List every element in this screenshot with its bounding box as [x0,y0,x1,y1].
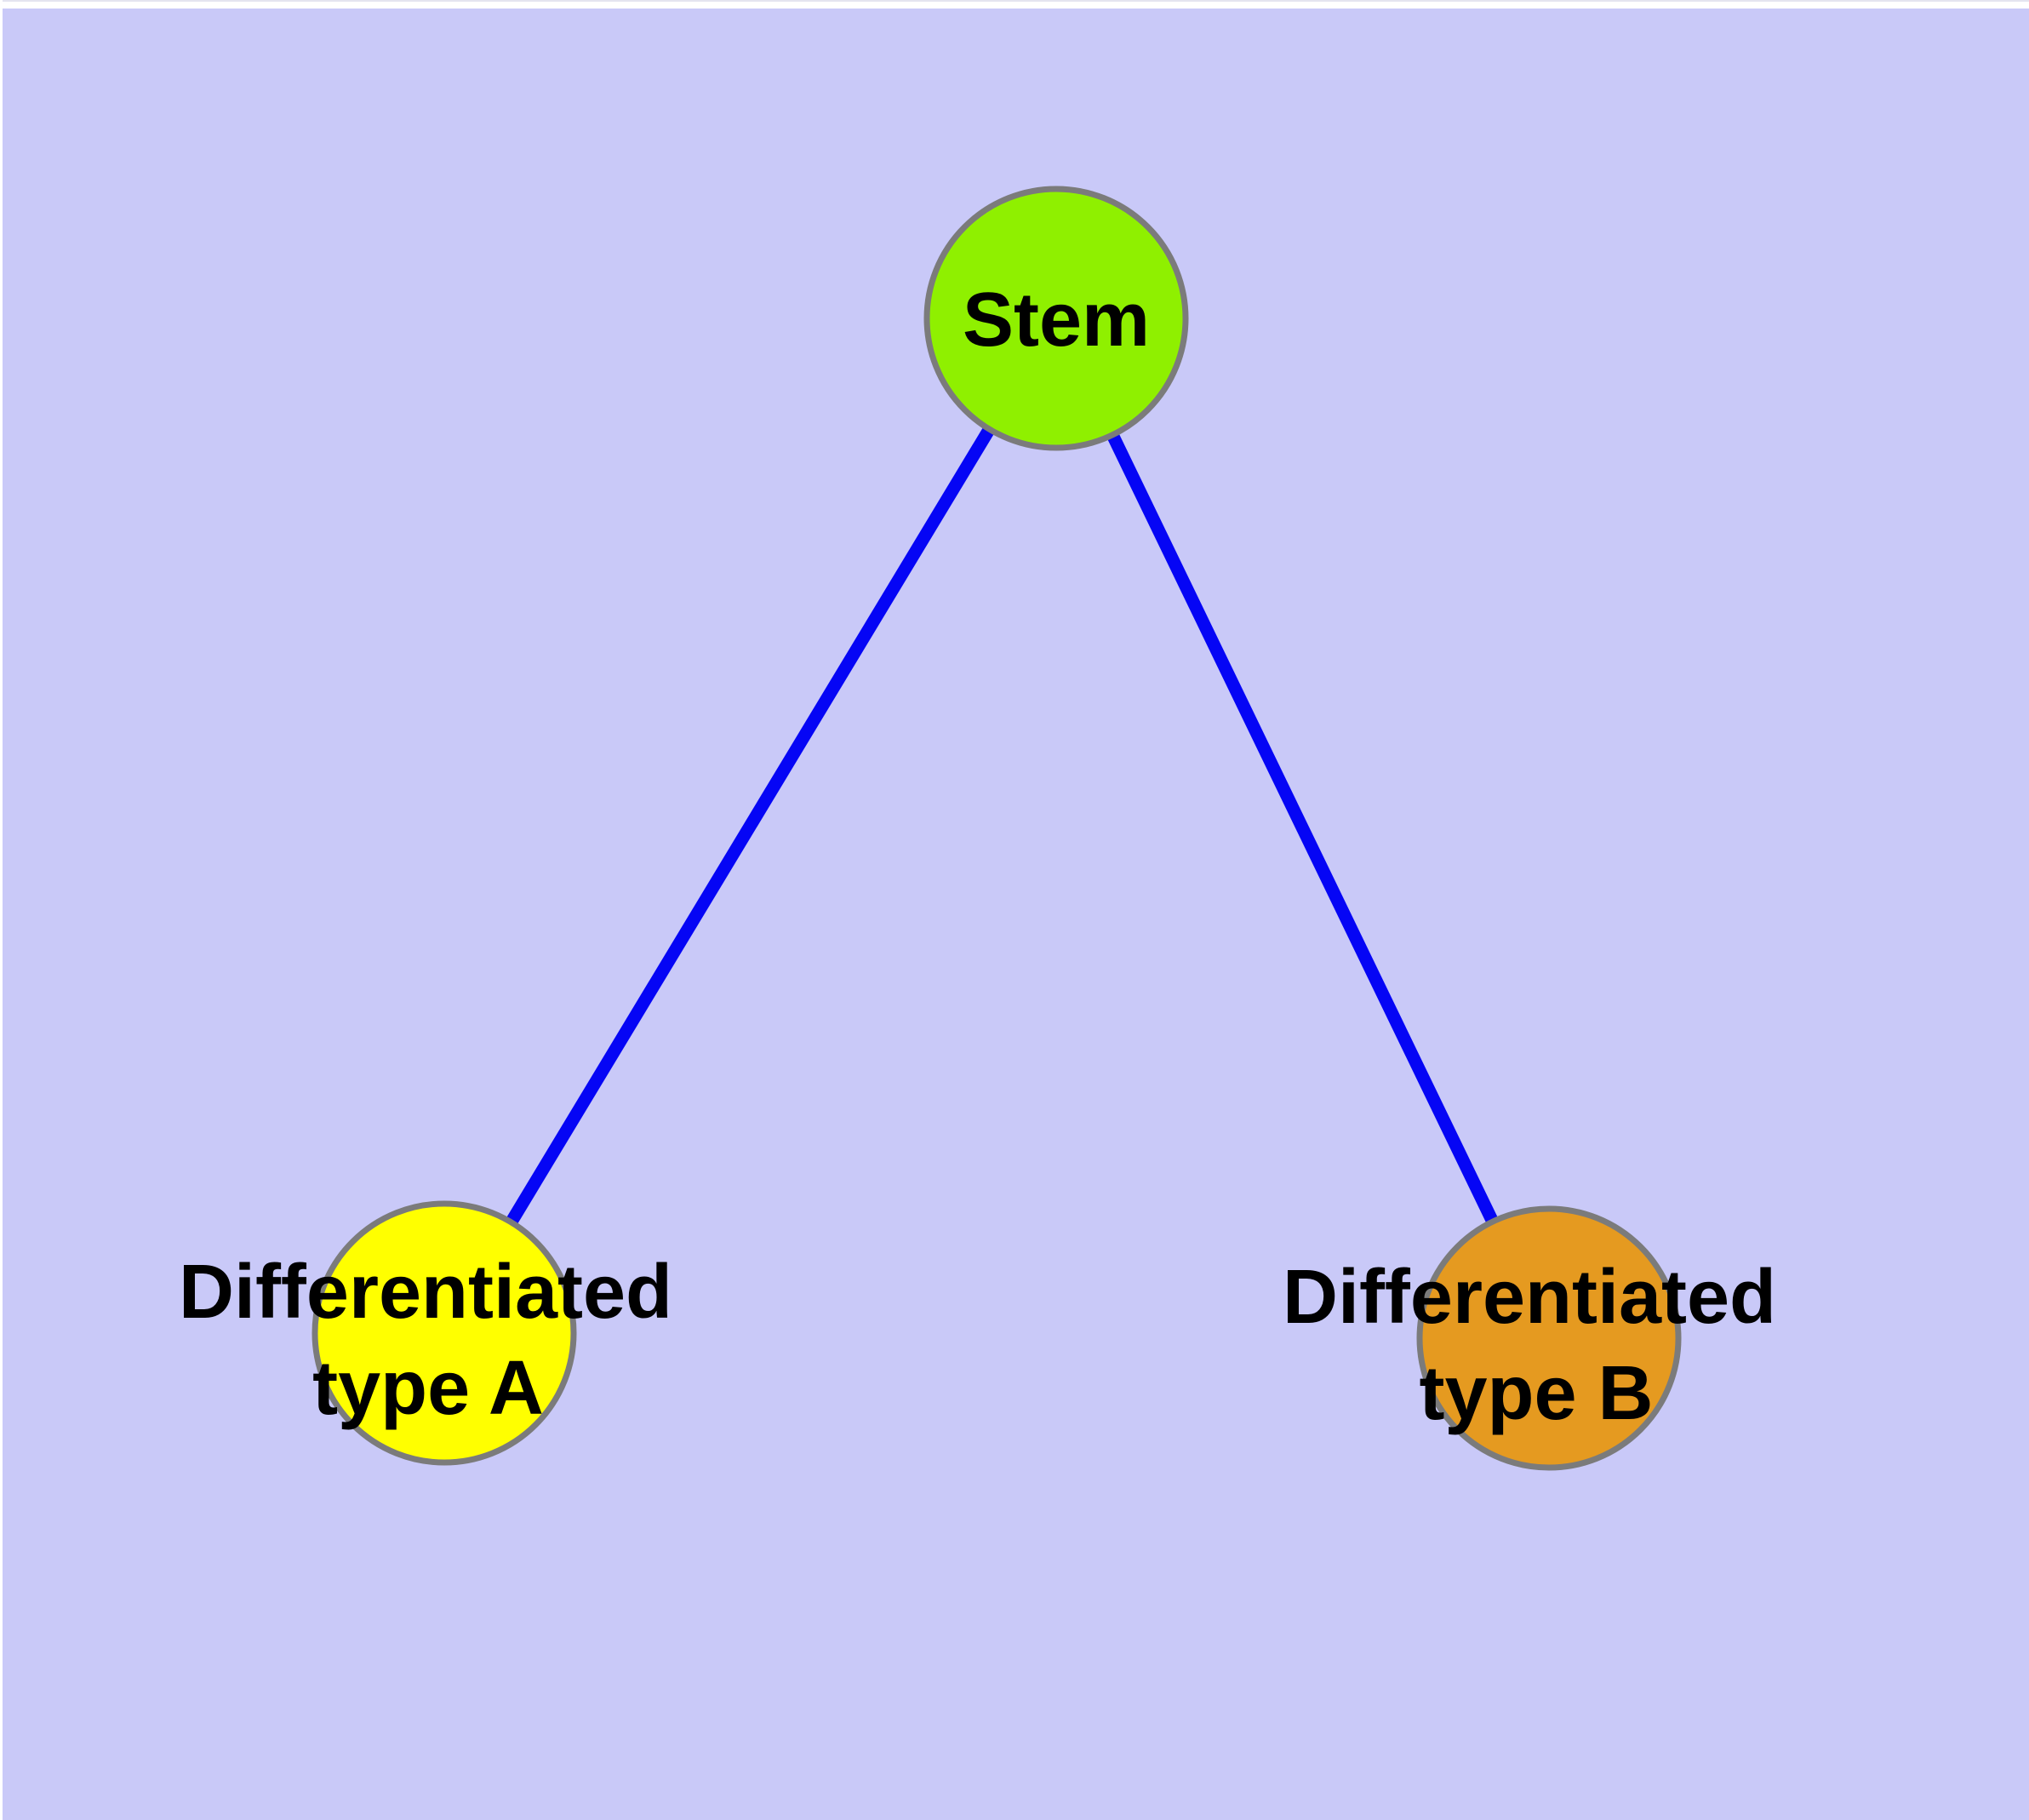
node-differentiated-type-a[interactable] [311,1200,577,1466]
node-type-a-label-line1: Differentiated [179,1250,672,1335]
node-differentiated-type-b[interactable] [1416,1205,1682,1471]
node-stem-label: Stem [963,278,1150,363]
edge-stem-to-type-b[interactable] [1050,315,1555,1342]
node-stem[interactable] [923,186,1189,451]
node-type-b-label-line1: Differentiated [1283,1255,1776,1340]
window-frame-left [0,0,3,1820]
node-type-b-label-line2: type B [1419,1351,1653,1436]
edge-stem-to-type-a[interactable] [438,315,1062,1336]
window-frame-top [0,2,2029,9]
window-frame-top-hairline [0,0,2029,2]
node-type-a-label-line2: type A [312,1346,544,1431]
